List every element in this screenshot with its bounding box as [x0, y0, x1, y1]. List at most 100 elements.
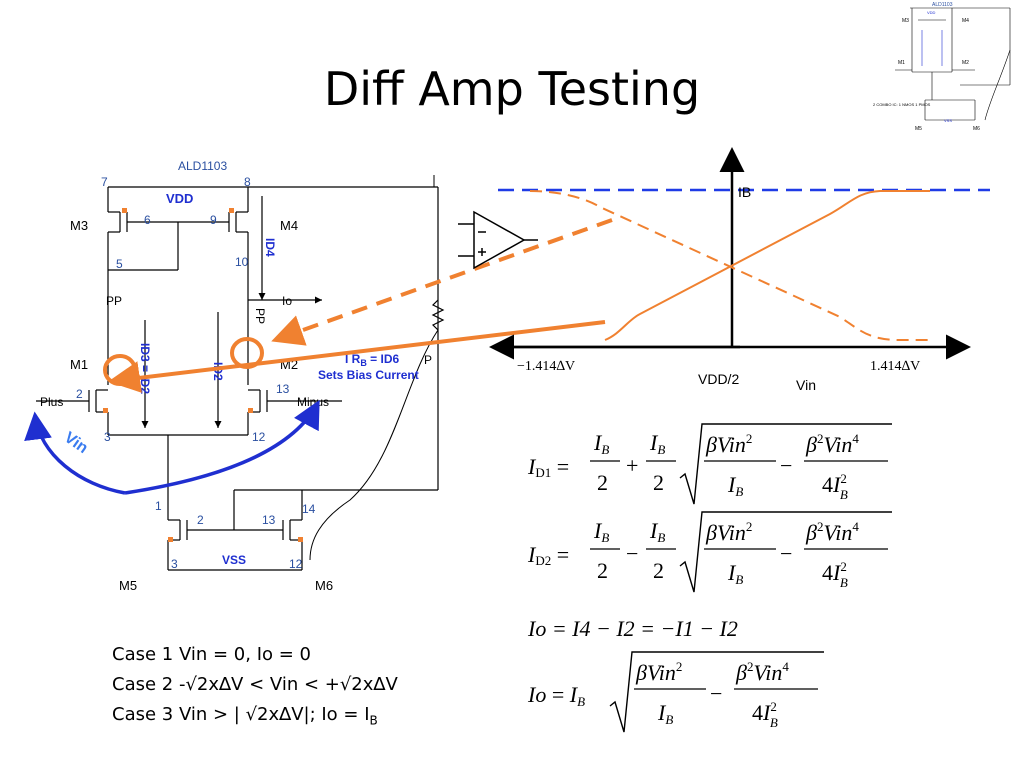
svg-text:IB: IB: [727, 560, 743, 587]
svg-text:2: 2: [653, 558, 664, 583]
pin-14: 14: [302, 502, 316, 516]
svg-text:IB: IB: [649, 518, 665, 545]
bias-label-1: I RB = ID6: [345, 352, 400, 368]
ib-label: IB: [738, 184, 751, 200]
vin-label: Vin: [61, 429, 91, 457]
pin-3b: 3: [171, 557, 178, 571]
pin-9: 9: [210, 213, 217, 227]
svg-text:−: −: [626, 541, 638, 566]
transfer-graph: IB −1.414∆V 1.414∆V VDD/2 Vin: [489, 147, 990, 393]
pin-12b: 12: [289, 557, 303, 571]
svg-text:βVin2: βVin2: [705, 431, 752, 457]
svg-text:IB: IB: [649, 430, 665, 457]
m5-label: M5: [119, 578, 137, 593]
thumb-vss: VSS: [944, 118, 952, 123]
m3-label: M3: [70, 218, 88, 233]
io-label: Io: [282, 294, 292, 308]
io-equation: Io = I4 − I2 = −I1 − I2: [527, 616, 738, 641]
thumb-m5: M5: [915, 126, 922, 132]
id2-label: ID2: [211, 362, 225, 381]
svg-text:βVin2: βVin2: [635, 659, 682, 685]
pin-12: 12: [252, 430, 266, 444]
schematic: [36, 175, 445, 571]
thumb-m2: M2: [962, 60, 969, 66]
thumb-chip: ALD1103: [932, 2, 953, 8]
svg-text:Io = IB: Io = IB: [527, 682, 585, 709]
svg-text:IB: IB: [727, 472, 743, 499]
svg-text:βVin2: βVin2: [705, 519, 752, 545]
orange-line-dashed: [271, 218, 613, 346]
case-3: Case 3 Vin > | √2x∆V|; Io = IB: [112, 704, 378, 728]
opamp-symbol: [458, 210, 538, 270]
thumb-m6: M6: [973, 126, 980, 132]
pin-8: 8: [244, 175, 251, 189]
thumb-vdd: VDD: [927, 10, 936, 15]
svg-text:ID2 =: ID2 =: [527, 542, 569, 568]
pin-13: 13: [276, 382, 290, 396]
thumb-m3: M3: [902, 18, 909, 24]
pin-6: 6: [144, 213, 151, 227]
pin-2b: 2: [197, 513, 204, 527]
pin-3: 3: [104, 430, 111, 444]
m6-label: M6: [315, 578, 333, 593]
m4-label: M4: [280, 218, 298, 233]
orange-arrow-to-m1: [108, 361, 142, 393]
thumb-m4: M4: [962, 18, 969, 24]
page-title: Diff Amp Testing: [323, 62, 701, 116]
pp-right-label: PP: [253, 308, 267, 324]
io-curve-falling: [529, 190, 930, 341]
pin-13b: 13: [262, 513, 276, 527]
thumb-m1: M1: [898, 60, 905, 66]
orange-line-solid: [121, 320, 606, 382]
svg-text:IB: IB: [593, 430, 609, 457]
svg-text:+: +: [626, 453, 638, 478]
svg-text:β2Vin4: β2Vin4: [735, 659, 789, 685]
m1-label: M1: [70, 357, 88, 372]
svg-text:2: 2: [597, 470, 608, 495]
svg-text:2: 2: [653, 470, 664, 495]
vin-arrow-right: [124, 399, 320, 495]
thumbnail-schematic: [895, 7, 1011, 121]
svg-text:IB: IB: [593, 518, 609, 545]
svg-text:IB: IB: [657, 700, 673, 727]
x-min-label: −1.414∆V: [517, 359, 575, 374]
io-curve-rising: [604, 190, 930, 341]
pin-2: 2: [76, 387, 83, 401]
svg-text:β2Vin4: β2Vin4: [805, 431, 859, 457]
svg-text:−: −: [780, 541, 792, 566]
bias-label-2: Sets Bias Current: [318, 368, 419, 382]
pin-7: 7: [101, 175, 108, 189]
x-center-label: VDD/2: [698, 371, 739, 387]
x-max-label: 1.414∆V: [870, 359, 920, 374]
pin-5: 5: [116, 257, 123, 271]
cases-list: Case 1 Vin = 0, Io = 0 Case 2 -√2x∆V < V…: [112, 640, 398, 736]
svg-text:β2Vin4: β2Vin4: [805, 519, 859, 545]
svg-text:−: −: [780, 453, 792, 478]
svg-text:−: −: [710, 681, 722, 706]
pin-1: 1: [155, 499, 162, 513]
x-axis-label: Vin: [796, 377, 816, 393]
vss-label: VSS: [222, 553, 246, 567]
pp-left-label: PP: [106, 294, 122, 308]
plus-label: Plus: [40, 395, 63, 409]
thumb-note: 2 COMBO IC: 1 NMOS 1 PMOS: [873, 102, 931, 107]
pin-10: 10: [235, 255, 249, 269]
id3-id2-label: ID3 = ID2: [138, 343, 152, 394]
vin-arrow: [24, 411, 126, 495]
case-2: Case 2 -√2x∆V < Vin < +√2x∆V: [112, 674, 398, 695]
case-1: Case 1 Vin = 0, Io = 0: [112, 644, 311, 665]
id4-label: ID4: [263, 238, 277, 257]
svg-text:ID1 =: ID1 =: [527, 454, 569, 480]
mos-markers: [103, 208, 303, 542]
p-label: P: [424, 353, 432, 367]
minus-label: Minus: [297, 395, 329, 409]
svg-text:2: 2: [597, 558, 608, 583]
chip-label: ALD1103: [178, 159, 227, 173]
vdd-label: VDD: [166, 191, 193, 206]
